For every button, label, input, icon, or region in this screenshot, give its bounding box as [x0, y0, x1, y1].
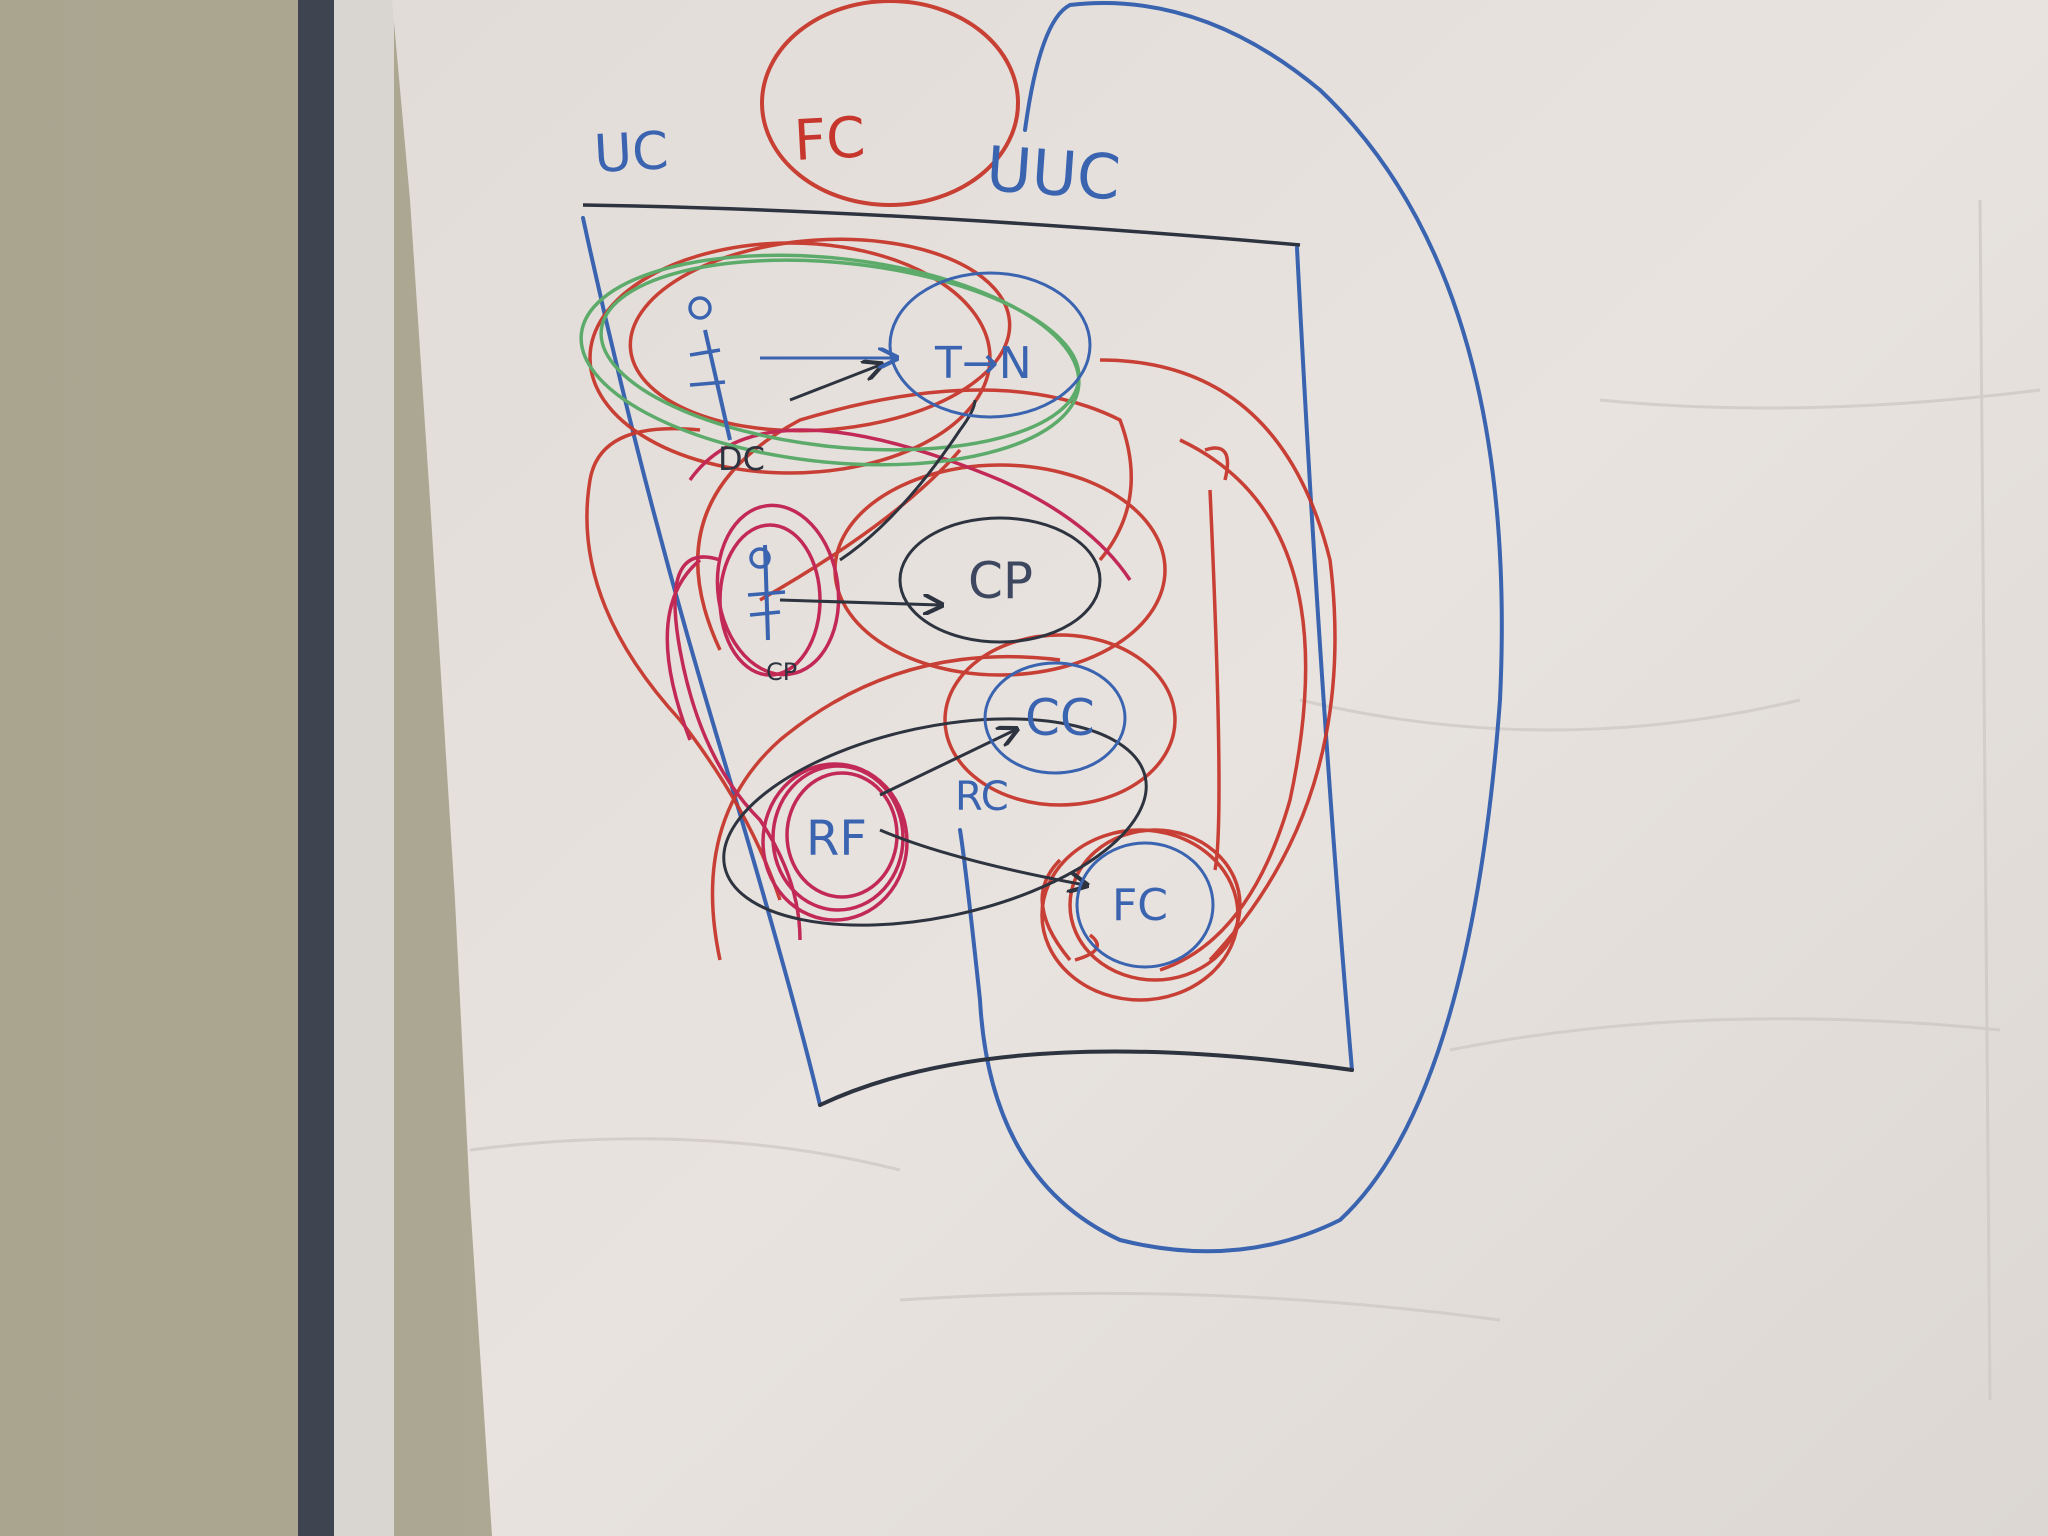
- blue-arrows: [703, 271, 1215, 969]
- node-rc-label: RC: [955, 774, 1009, 820]
- label-uc-left: UC: [593, 121, 670, 185]
- node-cp-label: CP: [968, 552, 1033, 610]
- actor-head-icon: [688, 296, 712, 320]
- labels: UC FC UUC T→N DC CP CP CC RF RC FC: [593, 105, 1168, 931]
- dark-strokes: [722, 365, 1148, 927]
- actor-head-icon-2: [749, 547, 771, 569]
- node-rf-label: RF: [806, 811, 867, 867]
- label-fc-top: FC: [792, 105, 867, 174]
- outer-loop: [958, 1, 1504, 1254]
- paper-creases: [469, 199, 2041, 1401]
- board-edge: [298, 0, 334, 1536]
- fc-top-circle: [760, 0, 1020, 207]
- node-dc-label: DC: [718, 440, 765, 478]
- node-cp-small-label: CP: [766, 658, 797, 686]
- actor-icons: [688, 296, 786, 617]
- node-t-label: T→N: [934, 338, 1032, 389]
- red-strokes: [585, 0, 1337, 1002]
- label-uuc-right: UUC: [984, 132, 1123, 214]
- node-fc-label: FC: [1112, 880, 1168, 931]
- node-cc-label: CC: [1025, 689, 1095, 747]
- board-white: [334, 0, 394, 1536]
- system-top-edge: [582, 203, 1301, 247]
